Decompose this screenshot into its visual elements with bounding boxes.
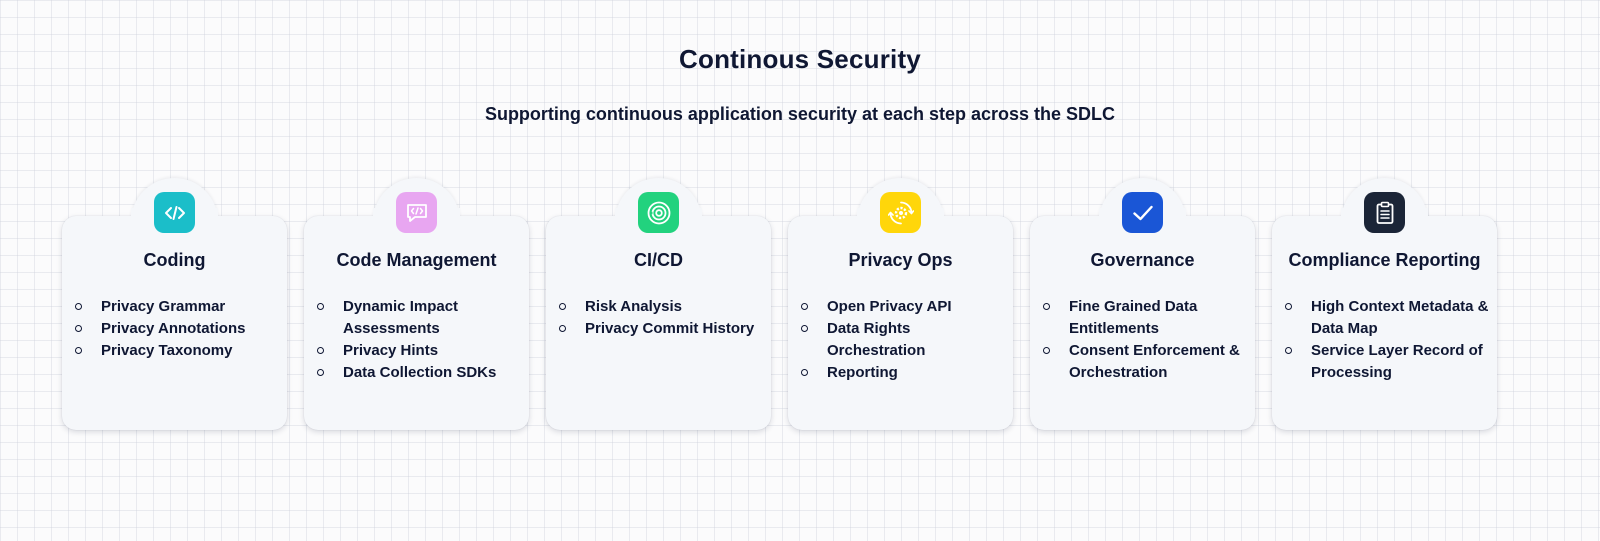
- step-item-list: Risk Analysis Privacy Commit History: [558, 296, 768, 340]
- page-subtitle: Supporting continuous application securi…: [484, 104, 1116, 124]
- list-item: Reporting: [800, 362, 1010, 384]
- page-title: Continous Security: [679, 44, 921, 74]
- list-item: Data Collection SDKs: [316, 362, 526, 384]
- list-item: Privacy Grammar: [74, 296, 284, 318]
- step-card-code-management: Code Management Dynamic Impact Assessmen…: [304, 178, 529, 430]
- list-item: Privacy Annotations: [74, 318, 284, 340]
- step-title: Code Management: [336, 250, 497, 270]
- list-item: Privacy Taxonomy: [74, 340, 284, 362]
- checkmark-icon: [1122, 192, 1163, 233]
- list-item: Consent Enforcement & Orchestration: [1042, 340, 1252, 384]
- step-card-cicd: CI/CD Risk Analysis Privacy Commit Histo…: [546, 178, 771, 430]
- list-item: Privacy Hints: [316, 340, 526, 362]
- list-item: Dynamic Impact Assessments: [316, 296, 526, 340]
- step-title: CI/CD: [634, 250, 683, 270]
- list-item: Service Layer Record of Processing: [1284, 340, 1494, 384]
- code-brackets-icon: [154, 192, 195, 233]
- step-card-compliance-reporting: Compliance Reporting High Context Metada…: [1272, 178, 1497, 430]
- list-item: Fine Grained Data Entitlements: [1042, 296, 1252, 340]
- step-title: Privacy Ops: [848, 250, 953, 270]
- step-card-governance: Governance Fine Grained Data Entitlement…: [1030, 178, 1255, 430]
- step-item-list: High Context Metadata & Data Map Service…: [1284, 296, 1494, 384]
- gear-cycle-icon: [880, 192, 921, 233]
- step-item-list: Privacy Grammar Privacy Annotations Priv…: [74, 296, 284, 362]
- step-title: Compliance Reporting: [1288, 250, 1481, 270]
- step-card-privacy-ops: Privacy Ops Open Privacy API Data Rights…: [788, 178, 1013, 430]
- list-item: Open Privacy API: [800, 296, 1010, 318]
- code-chat-bubble-icon: [396, 192, 437, 233]
- step-card-coding: Coding Privacy Grammar Privacy Annotatio…: [62, 178, 287, 430]
- list-item: Privacy Commit History: [558, 318, 768, 340]
- step-title: Governance: [1090, 250, 1195, 270]
- step-title: Coding: [143, 250, 206, 270]
- step-item-list: Open Privacy API Data Rights Orchestrati…: [800, 296, 1010, 384]
- concentric-target-icon: [638, 192, 679, 233]
- list-item: Risk Analysis: [558, 296, 768, 318]
- list-item: High Context Metadata & Data Map: [1284, 296, 1494, 340]
- step-item-list: Fine Grained Data Entitlements Consent E…: [1042, 296, 1252, 384]
- clipboard-icon: [1364, 192, 1405, 233]
- step-item-list: Dynamic Impact Assessments Privacy Hints…: [316, 296, 526, 384]
- sdlc-steps: Coding Privacy Grammar Privacy Annotatio…: [62, 178, 1520, 438]
- list-item: Data Rights Orchestration: [800, 318, 1010, 362]
